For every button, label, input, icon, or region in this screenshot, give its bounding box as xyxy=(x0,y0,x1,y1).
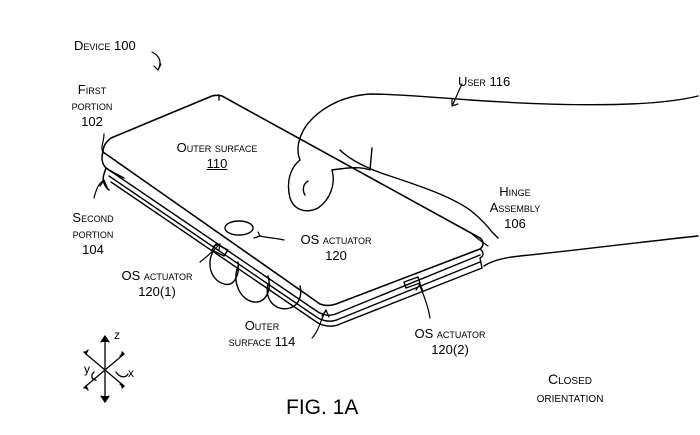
label-outer-surface-114: Outer surface 114 xyxy=(228,318,296,349)
figure-title: FIG. 1A xyxy=(286,396,359,419)
user-hand xyxy=(287,93,699,267)
label-closed-orientation: Closed orientation xyxy=(536,371,604,405)
label-os-actuator-120-2: OS actuator 120(2) xyxy=(414,326,486,357)
label-user: User 116 xyxy=(458,74,511,89)
label-os-actuator-120: OS actuator 120 xyxy=(300,232,372,263)
axis-indicator xyxy=(83,335,129,403)
axis-x-label: x xyxy=(128,366,134,380)
device xyxy=(101,94,484,327)
leader-lines xyxy=(93,51,489,339)
label-hinge-assembly: Hinge Assembly 106 xyxy=(489,184,541,231)
axis-y-label: y xyxy=(84,362,90,376)
label-second-portion: Second portion 104 xyxy=(72,210,114,257)
label-first-portion: First portion 102 xyxy=(71,82,113,129)
axis-z-label: z xyxy=(114,328,120,342)
label-outer-surface-110: Outer surface 110 xyxy=(176,140,258,171)
os-actuator-button xyxy=(224,220,254,236)
label-device: Device 100 xyxy=(74,38,136,53)
left-hand-fingers xyxy=(209,249,302,310)
label-os-actuator-120-1: OS actuator 120(1) xyxy=(121,268,193,299)
